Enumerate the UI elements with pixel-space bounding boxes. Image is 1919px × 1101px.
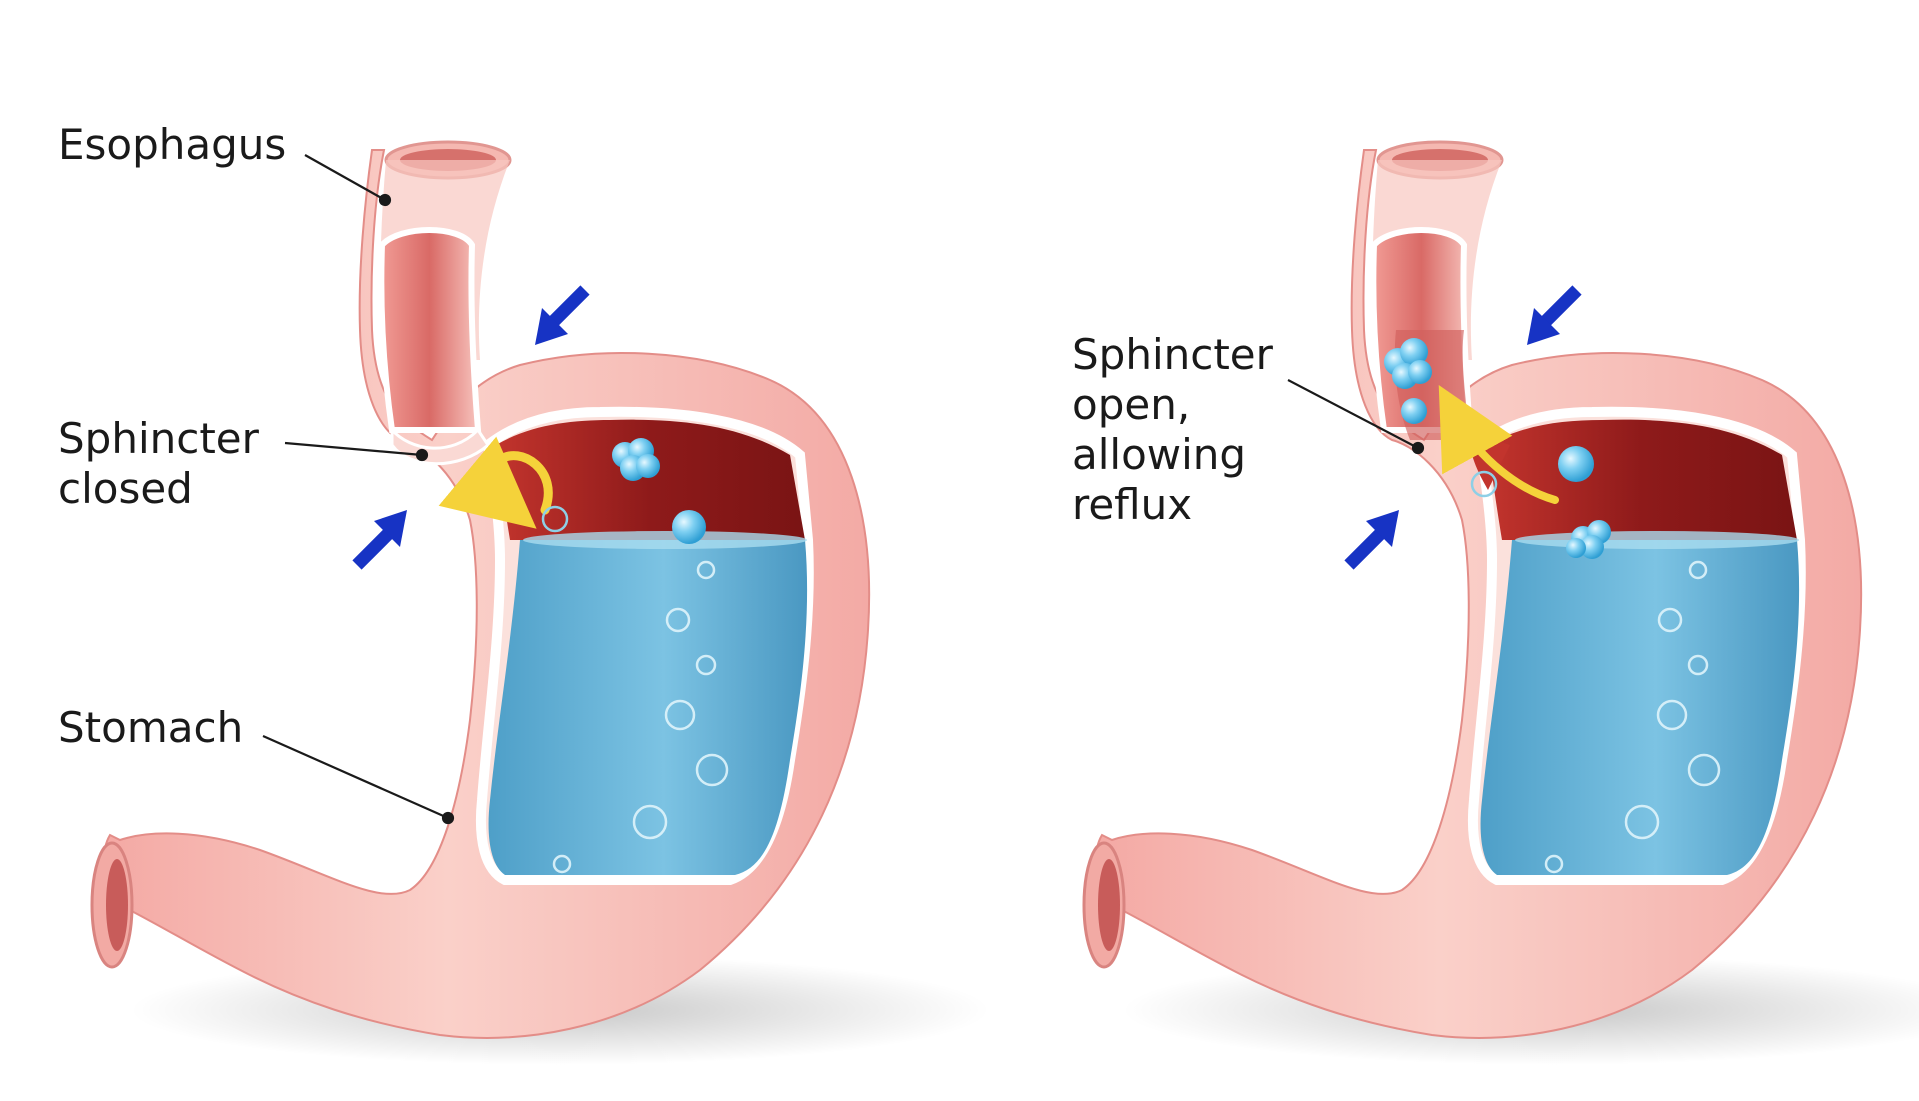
curved-yellow-arrow-icon	[438, 436, 553, 529]
yellow-arrow-icon	[1438, 384, 1559, 504]
label-sphincter-open: Sphincter open, allowing reflux	[1072, 330, 1273, 530]
reflux-bubbles	[1384, 338, 1611, 559]
label-line: Sphincter	[58, 414, 259, 463]
blue-arrow-icon	[1527, 285, 1582, 345]
label-stomach: Stomach	[58, 703, 244, 752]
label-line: Sphincter	[1072, 330, 1273, 379]
label-line: closed	[58, 464, 193, 513]
label-line: reflux	[1072, 480, 1193, 529]
gas-bubbles	[612, 438, 706, 544]
label-sphincter-closed: Sphincter closed	[58, 414, 259, 514]
label-line: open,	[1072, 380, 1191, 429]
blue-arrow-icon	[535, 285, 590, 345]
stomach-closed-illustration	[92, 142, 990, 1065]
blue-arrow-icon	[352, 510, 407, 570]
label-esophagus: Esophagus	[58, 120, 287, 169]
label-line: allowing	[1072, 430, 1247, 479]
stomach-open-illustration	[1084, 142, 1919, 1065]
blue-arrow-icon	[1344, 510, 1399, 570]
